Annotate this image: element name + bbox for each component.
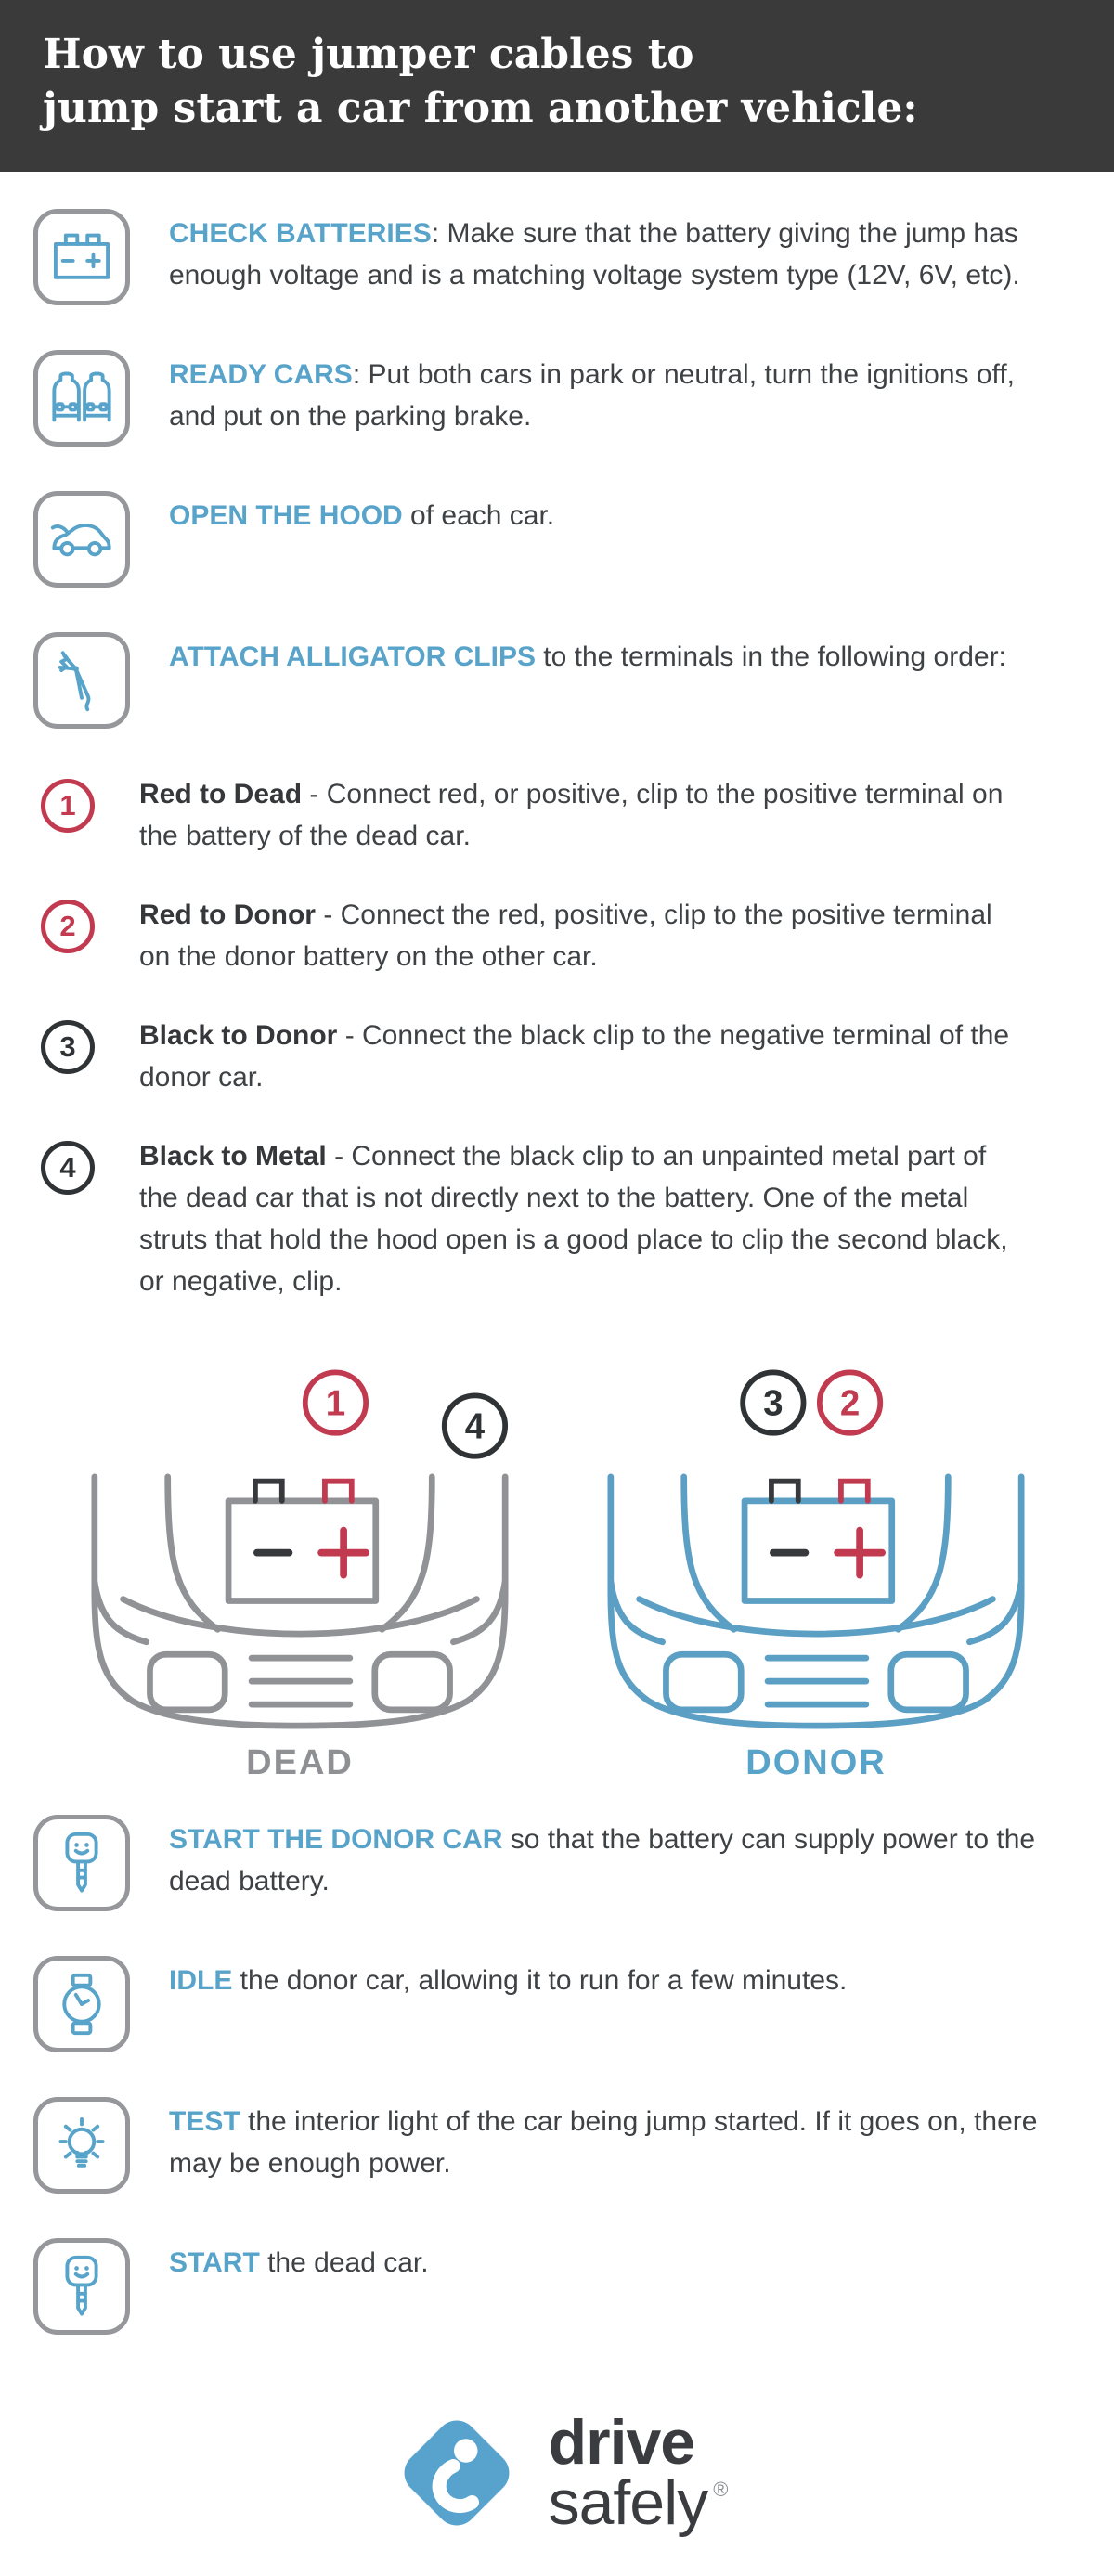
numbered-step-title: Red to Dead xyxy=(139,779,303,809)
step-heading: CHECK BATTERIES xyxy=(169,218,432,249)
svg-text:1: 1 xyxy=(326,1384,345,1424)
alligator-clip-icon xyxy=(33,632,130,729)
numbered-step-body: - Connect the black clip to an unpainted… xyxy=(139,1141,1008,1297)
numbered-step-1: 1 Red to Dead - Connect red, or positive… xyxy=(33,773,1082,857)
step-text: TEST the interior light of the car being… xyxy=(169,2101,1051,2184)
numbered-step-body: - Connect the red, positive, clip to the… xyxy=(139,900,992,972)
step-body: the donor car, allowing it to run for a … xyxy=(232,1965,848,1996)
svg-text:4: 4 xyxy=(465,1407,486,1447)
badge-number: 3 xyxy=(59,1030,76,1063)
header: How to use jumper cables to jump start a … xyxy=(0,0,1114,172)
dead-car-drawing: 1 4 xyxy=(91,1369,509,1729)
step-heading: ATTACH ALLIGATOR CLIPS xyxy=(169,641,536,672)
step-body: : Put both cars in park or neutral, turn… xyxy=(169,359,1015,432)
step-idle: IDLE the donor car, allowing it to run f… xyxy=(33,1956,1082,2052)
title-line-2: jump start a car from another vehicle: xyxy=(43,84,918,133)
step-heading: START xyxy=(169,2247,260,2278)
step-text: READY CARS: Put both cars in park or neu… xyxy=(169,354,1051,437)
positive-terminal xyxy=(838,1478,871,1504)
car-hood-open-icon xyxy=(33,491,130,588)
numbered-step-text: Red to Dead - Connect red, or positive, … xyxy=(139,773,1030,857)
step-text: IDLE the donor car, allowing it to run f… xyxy=(169,1960,847,2001)
numbered-step-title: Black to Donor xyxy=(139,1020,338,1051)
numbered-step-2: 2 Red to Donor - Connect the red, positi… xyxy=(33,894,1082,977)
numbered-step-text: Black to Metal - Connect the black clip … xyxy=(139,1135,1030,1302)
badge-number: 2 xyxy=(59,910,76,942)
svg-text:2: 2 xyxy=(840,1384,860,1424)
step-number-badge: 3 xyxy=(41,1020,95,1074)
step-number-badge: 4 xyxy=(41,1141,95,1195)
badge-number: 1 xyxy=(59,789,76,822)
brand-safely-text: safely xyxy=(548,2467,709,2538)
step-heading: START THE DONOR CAR xyxy=(169,1824,503,1855)
badge-black-to-metal: 4 xyxy=(441,1392,509,1459)
step-heading: TEST xyxy=(169,2106,240,2137)
car-key-icon xyxy=(33,2238,130,2335)
step-body: : Make sure that the battery giving the … xyxy=(169,218,1020,291)
brand-wordmark: drive safely® xyxy=(548,2407,729,2534)
negative-terminal xyxy=(253,1478,285,1504)
donor-car-drawing: 3 2 xyxy=(607,1369,1025,1729)
title-line-1: How to use jumper cables to xyxy=(43,31,694,78)
step-body: the dead car. xyxy=(259,2247,429,2278)
step-start-dead: START the dead car. xyxy=(33,2238,1082,2335)
donor-label: DONOR xyxy=(745,1743,887,1782)
positive-terminal xyxy=(322,1478,355,1504)
plus-symbol xyxy=(317,1526,370,1579)
watch-icon xyxy=(33,1956,130,2052)
step-number-badge: 1 xyxy=(41,779,95,833)
numbered-step-text: Black to Donor - Connect the black clip … xyxy=(139,1015,1030,1098)
numbered-step-title: Black to Metal xyxy=(139,1141,327,1171)
two-cars-icon xyxy=(33,350,130,447)
step-heading: IDLE xyxy=(169,1965,233,1996)
step-text: START THE DONOR CAR so that the battery … xyxy=(169,1819,1051,1902)
step-text: ATTACH ALLIGATOR CLIPS to the terminals … xyxy=(169,636,1006,678)
step-start-donor: START THE DONOR CAR so that the battery … xyxy=(33,1815,1082,1911)
step-heading: OPEN THE HOOD xyxy=(169,500,403,531)
numbered-step-4: 4 Black to Metal - Connect the black cli… xyxy=(33,1135,1082,1302)
badge-red-to-dead: 1 xyxy=(302,1369,369,1436)
step-body: so that the battery can supply power to … xyxy=(169,1824,1036,1896)
step-body: the interior light of the car being jump… xyxy=(169,2106,1038,2179)
step-text: START the dead car. xyxy=(169,2242,429,2284)
badge-black-to-donor: 3 xyxy=(740,1369,807,1436)
step-test-light: TEST the interior light of the car being… xyxy=(33,2097,1082,2194)
page-title: How to use jumper cables to jump start a … xyxy=(43,28,1077,136)
step-number-badge: 2 xyxy=(41,900,95,953)
step-body: of each car. xyxy=(402,500,555,531)
numbered-step-body: - Connect the black clip to the negative… xyxy=(139,1020,1010,1093)
brand-safely: safely® xyxy=(549,2471,729,2534)
numbered-step-title: Red to Donor xyxy=(139,900,316,930)
donor-car-diagram: 3 2 DONOR xyxy=(584,1356,1048,1783)
hookup-diagram: 1 4 DEAD xyxy=(33,1356,1082,1783)
step-open-hood: OPEN THE HOOD of each car. xyxy=(33,491,1082,588)
dead-label: DEAD xyxy=(246,1743,354,1782)
numbered-step-3: 3 Black to Donor - Connect the black cli… xyxy=(33,1015,1082,1098)
step-text: CHECK BATTERIES: Make sure that the batt… xyxy=(169,213,1051,296)
numbered-step-body: - Connect red, or positive, clip to the … xyxy=(139,779,1004,851)
step-heading: READY CARS xyxy=(169,359,353,390)
badge-number: 4 xyxy=(59,1151,76,1184)
step-check-batteries: CHECK BATTERIES: Make sure that the batt… xyxy=(33,209,1082,305)
numbered-step-text: Red to Donor - Connect the red, positive… xyxy=(139,894,1030,977)
content: CHECK BATTERIES: Make sure that the batt… xyxy=(0,172,1114,2335)
registered-mark: ® xyxy=(713,2478,728,2501)
brand-drive: drive xyxy=(548,2407,696,2479)
drive-safely-logo-icon xyxy=(404,2420,510,2526)
step-text: OPEN THE HOOD of each car. xyxy=(169,495,554,537)
light-bulb-icon xyxy=(33,2097,130,2194)
dead-car-diagram: 1 4 DEAD xyxy=(68,1356,532,1783)
footer: drive safely® xyxy=(0,2379,1114,2576)
step-ready-cars: READY CARS: Put both cars in park or neu… xyxy=(33,350,1082,447)
step-body: to the terminals in the following order: xyxy=(535,641,1006,672)
battery-icon xyxy=(33,209,130,305)
car-key-icon xyxy=(33,1815,130,1911)
plus-symbol xyxy=(834,1526,886,1579)
negative-terminal xyxy=(769,1478,801,1504)
step-attach-clips: ATTACH ALLIGATOR CLIPS to the terminals … xyxy=(33,632,1082,729)
badge-red-to-donor: 2 xyxy=(816,1369,884,1436)
svg-text:3: 3 xyxy=(763,1384,783,1424)
